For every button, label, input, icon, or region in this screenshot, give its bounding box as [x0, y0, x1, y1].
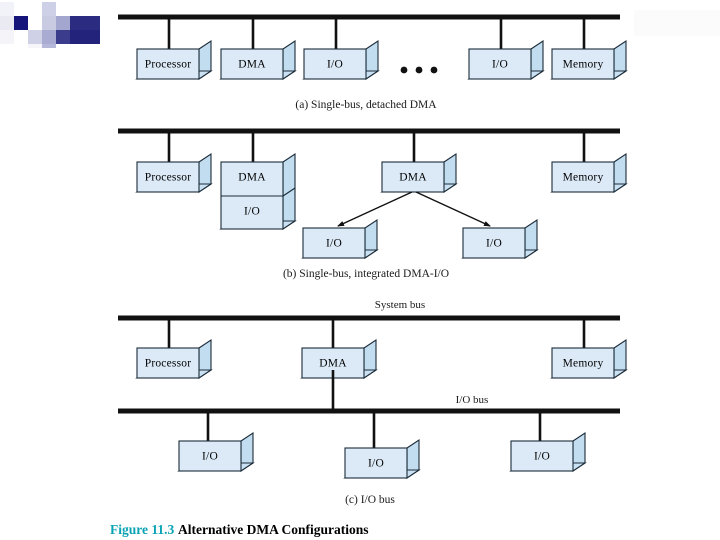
node-c-io-3[interactable]: I/O	[509, 431, 587, 473]
node-label: Processor	[145, 59, 192, 71]
section-a-caption: (a) Single-bus, detached DMA	[295, 99, 437, 111]
node-b-io-left[interactable]: I/O	[301, 218, 379, 260]
figure-caption: Figure 11.3 Alternative DMA Configuratio…	[110, 522, 368, 537]
node-label: Memory	[563, 59, 604, 71]
node-label: I/O	[368, 458, 384, 470]
top-right-band	[634, 10, 720, 36]
node-label: DMA	[399, 172, 427, 184]
section-b: Processor DMA I/O DMA	[118, 128, 628, 280]
template-squares-logo	[0, 2, 100, 48]
node-label: Memory	[563, 358, 604, 370]
node-label: I/O	[327, 59, 343, 71]
node-c-io-1[interactable]: I/O	[177, 431, 255, 473]
section-a: Processor DMA I/O	[118, 14, 628, 111]
node-label: DMA	[238, 59, 266, 71]
node-label: Processor	[145, 172, 192, 184]
node-a-memory[interactable]: Memory	[550, 39, 628, 81]
node-a-dma[interactable]: DMA	[219, 39, 297, 81]
node-b-io-right[interactable]: I/O	[461, 218, 539, 260]
system-bus-label: System bus	[375, 299, 425, 311]
section-b-caption: (b) Single-bus, integrated DMA-I/O	[283, 268, 449, 280]
figure-number: Figure 11.3	[110, 522, 175, 537]
node-label: I/O	[202, 451, 218, 463]
figure-title: Alternative DMA Configurations	[178, 522, 368, 537]
node-b-dma[interactable]: DMA	[380, 152, 458, 194]
connector-b-right	[415, 191, 491, 227]
node-label: I/O	[492, 59, 508, 71]
node-label: Memory	[563, 172, 604, 184]
node-b-processor[interactable]: Processor	[135, 152, 213, 194]
node-c-processor[interactable]: Processor	[135, 338, 213, 380]
io-bus-label: I/O bus	[456, 394, 489, 406]
node-b-memory[interactable]: Memory	[550, 152, 628, 194]
node-label: I/O	[486, 238, 502, 250]
node-label: DMA	[319, 358, 347, 370]
node-c-dma[interactable]: DMA	[300, 338, 378, 380]
node-label: I/O	[326, 238, 342, 250]
node-c-memory[interactable]: Memory	[550, 338, 628, 380]
node-b-dma-io-stack[interactable]: DMA I/O	[219, 152, 297, 231]
ellipsis-a	[400, 66, 438, 74]
node-c-io-2[interactable]: I/O	[343, 438, 421, 480]
node-sub-label: I/O	[244, 206, 260, 218]
node-a-io-1[interactable]: I/O	[302, 39, 380, 81]
section-c: System bus Processor DMA	[118, 299, 628, 506]
node-label: I/O	[534, 451, 550, 463]
node-a-processor[interactable]: Processor	[135, 39, 213, 81]
node-a-io-2[interactable]: I/O	[467, 39, 545, 81]
section-c-caption: (c) I/O bus	[345, 494, 395, 506]
node-label: Processor	[145, 358, 192, 370]
node-label: DMA	[238, 172, 266, 184]
connector-b-left	[337, 191, 413, 227]
